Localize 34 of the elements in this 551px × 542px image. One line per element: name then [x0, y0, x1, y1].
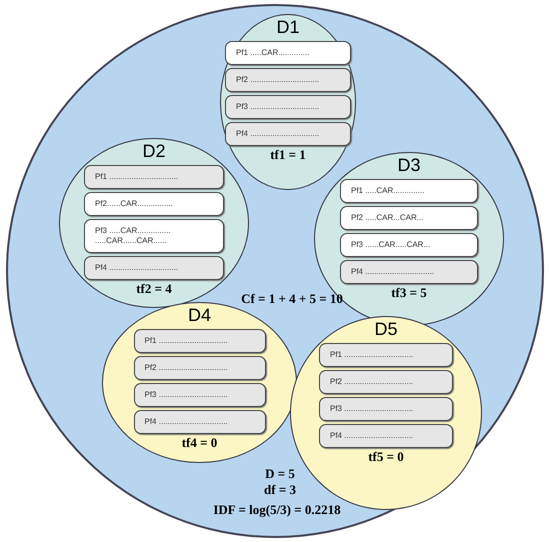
paragraph-row: Pf3 ............................... [319, 397, 453, 421]
term-frequency-text: tf2 = 4 [136, 282, 172, 296]
formula-text: Cf = 1 + 4 + 5 = 10 [241, 291, 343, 307]
formula-text: IDF = log(5/3) = 0.2218 [213, 502, 341, 518]
paragraph-row: Pf1 .....CAR.............. [340, 179, 478, 203]
paragraph-row: Pf1 ............................... [319, 343, 453, 367]
paragraph-row: Pf2 ............................... [319, 370, 453, 394]
paragraph-row: Pf3 ............................... [134, 383, 266, 407]
paragraph-row: Pf1 ............................... [134, 329, 266, 353]
term-frequency-text: tf3 = 5 [391, 286, 427, 300]
document-title: D4 [188, 306, 211, 324]
paragraph-row: Pf2 ............................... [225, 68, 351, 92]
paragraph-row: Pf4 ............................... [84, 256, 224, 280]
term-frequency-text: tf4 = 0 [182, 436, 218, 450]
formula-text: df = 3 [264, 482, 296, 498]
document-title: D3 [397, 156, 420, 174]
paragraph-row: Pf2 ............................... [134, 356, 266, 380]
paragraph-row: Pf4 ............................... [225, 122, 351, 146]
paragraph-row: Pf2 .....CAR...CAR... [340, 206, 478, 230]
paragraph-row: Pf1 ............................... [84, 165, 224, 189]
paragraph-row: Pf3 ......CAR.....CAR... [340, 233, 478, 257]
paragraph-row: Pf2......CAR................ [84, 192, 224, 216]
paragraph-row: Pf3 .....CAR............... .....CAR......CAR...... [84, 219, 224, 253]
paragraph-row: Pf3 ............................... [225, 95, 351, 119]
document-title: D1 [276, 18, 300, 36]
paragraph-row: Pf1 .....CAR.............. [225, 41, 351, 65]
term-frequency-text: tf5 = 0 [368, 450, 404, 464]
paragraph-row: Pf4 ............................... [134, 410, 266, 434]
formula-text: D = 5 [265, 466, 295, 482]
document-title: D2 [142, 142, 166, 160]
paragraph-row: Pf4 ............................... [319, 424, 453, 448]
paragraph-row: Pf4 ............................... [340, 260, 478, 284]
term-frequency-text: tf1 = 1 [270, 148, 306, 162]
document-title: D5 [374, 320, 398, 338]
